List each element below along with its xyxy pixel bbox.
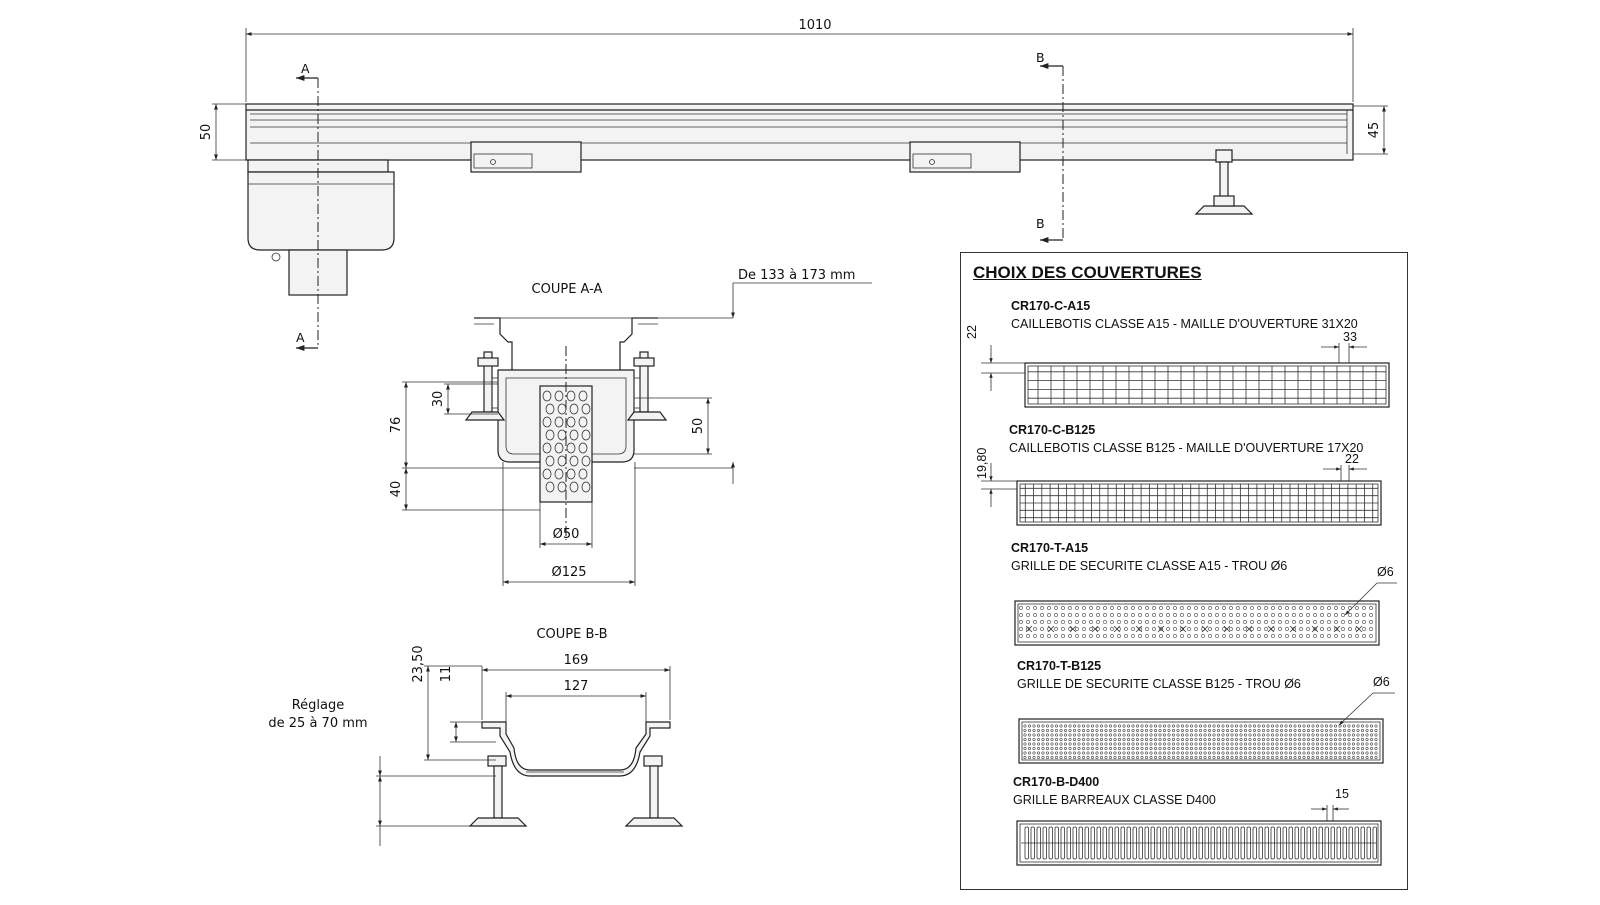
cover-4-code: CR170-T-B125 xyxy=(1017,659,1102,673)
connector-bracket xyxy=(909,141,1021,173)
coupe-bb-foot-right xyxy=(624,817,684,827)
coupe-bb-foot-left xyxy=(468,817,528,827)
height-left-dimension: 50 xyxy=(199,124,214,141)
cover-4-desc: GRILLE DE SECURITE CLASSE B125 - TROU Ø6 xyxy=(1017,677,1301,691)
cover-3-dim-pitch: Ø6 xyxy=(1377,565,1394,579)
cover-1-desc: CAILLEBOTIS CLASSE A15 - MAILLE D'OUVERT… xyxy=(1011,317,1358,331)
length-dimension: 1010 xyxy=(798,18,831,33)
cover-1-code: CR170-C-A15 xyxy=(1011,299,1091,313)
cover-1-dim-side: 22 xyxy=(965,325,979,339)
cover-3-desc: GRILLE DE SECURITE CLASSE A15 - TROU Ø6 xyxy=(1011,559,1288,573)
basket-holes xyxy=(542,390,591,493)
cover-3-code: CR170-T-A15 xyxy=(1011,541,1089,555)
channel-body xyxy=(245,103,1354,161)
coupe-bb-channel xyxy=(481,721,671,777)
section-a-bottom-label: A xyxy=(296,330,305,345)
covers-title: CHOIX DES COUVERTURES xyxy=(973,263,1202,282)
cover-perforated-b125 xyxy=(1018,692,1395,764)
coupe-aa-title: COUPE A-A xyxy=(532,282,603,297)
cover-2-code: CR170-C-B125 xyxy=(1009,423,1096,437)
cover-bars-d400 xyxy=(1016,805,1382,866)
coupe-aa-dim-30: 30 xyxy=(431,391,446,408)
cover-5-desc: GRILLE BARREAUX CLASSE D400 xyxy=(1013,793,1216,807)
coupe-bb-dim-11: 11 xyxy=(439,666,454,683)
cover-2-dim-pitch: 22 xyxy=(1345,452,1359,466)
foot-nut xyxy=(1215,149,1233,163)
cover-perforated-a15 xyxy=(1014,582,1397,646)
reglage-label-line1: Réglage xyxy=(292,698,345,713)
coupe-bb-dim-23-50: 23,50 xyxy=(411,645,426,682)
outlet-body xyxy=(247,171,395,251)
section-a-top-label: A xyxy=(301,61,310,76)
cover-5-dim-pitch: 15 xyxy=(1335,787,1349,801)
coupe-aa-dim-dia50: Ø50 xyxy=(553,527,580,542)
cover-2-desc: CAILLEBOTIS CLASSE B125 - MAILLE D'OUVER… xyxy=(1009,441,1364,455)
coupe-bb-dim-127: 127 xyxy=(564,679,589,694)
coupe-aa-dim-76: 76 xyxy=(389,417,404,434)
cover-4-dim-pitch: Ø6 xyxy=(1373,675,1390,689)
coupe-aa-dim-dia125: Ø125 xyxy=(551,565,586,580)
coupe-bb-view: COUPE B-B 169 127 23,50 11 Réglage de 25… xyxy=(268,627,684,846)
covers-drawings xyxy=(981,343,1397,866)
coupe-aa-view: COUPE A-A De 133 à 173 mm 30 xyxy=(389,268,872,586)
reglage-label-line2: de 25 à 70 mm xyxy=(268,716,367,731)
cover-1-dim-pitch: 33 xyxy=(1343,330,1357,344)
coupe-aa-dim-40: 40 xyxy=(389,481,404,498)
elevation-view: 1010 50 45 xyxy=(199,18,1388,351)
foot-base xyxy=(1194,205,1254,215)
coupe-aa-dim-50: 50 xyxy=(691,418,706,435)
cover-mesh-a15 xyxy=(981,343,1390,408)
cover-5-code: CR170-B-D400 xyxy=(1013,775,1100,789)
section-b-bottom-label: B xyxy=(1036,216,1045,231)
connector-bracket xyxy=(470,141,582,173)
section-b-top-label: B xyxy=(1036,50,1045,65)
coupe-bb-title: COUPE B-B xyxy=(536,627,607,642)
coupe-bb-dim-169: 169 xyxy=(564,653,589,668)
cover-2-dim-side: 19,80 xyxy=(975,447,989,479)
height-right-dimension: 45 xyxy=(1367,122,1382,139)
cover-mesh-b125 xyxy=(981,463,1382,526)
covers-panel: CHOIX DES COUVERTURES CR170-C-A15 CAILLE… xyxy=(960,252,1408,890)
coupe-aa-range-label: De 133 à 173 mm xyxy=(738,268,855,283)
